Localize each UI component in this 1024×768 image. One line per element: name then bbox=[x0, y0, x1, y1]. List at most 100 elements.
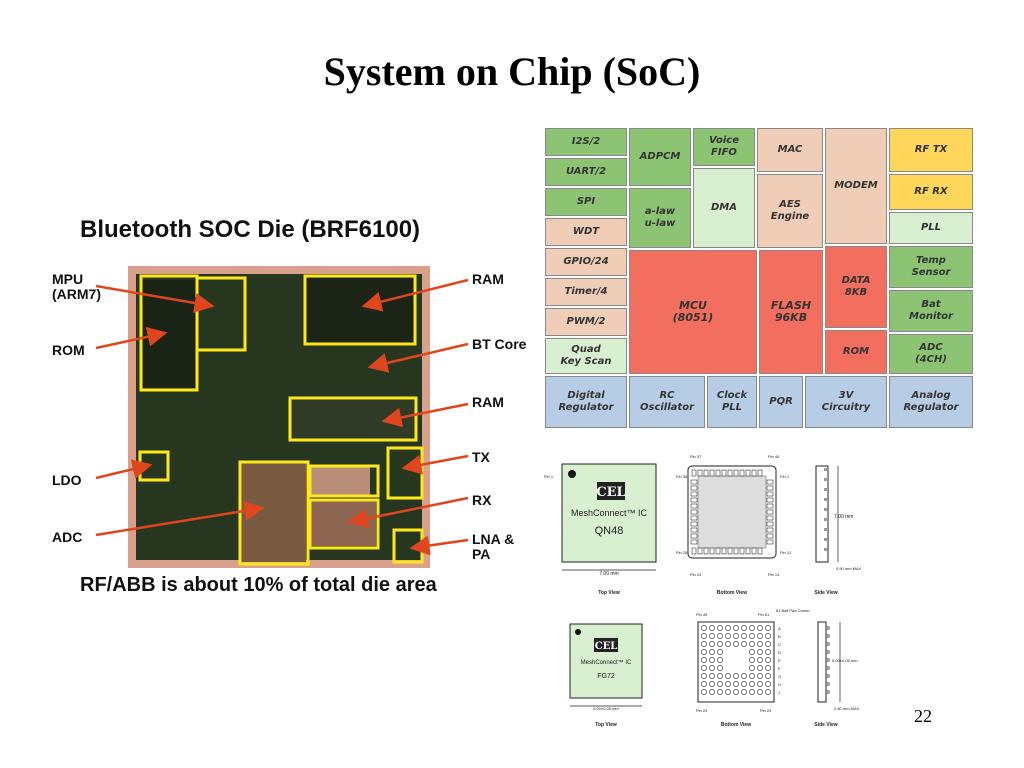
block-clock-pll: Clock PLL bbox=[707, 376, 757, 428]
fg72-ball bbox=[757, 641, 763, 647]
highlight-rx bbox=[308, 498, 380, 550]
fg72-ball bbox=[725, 681, 731, 687]
block-analog-regulator: Analog Regulator bbox=[889, 376, 973, 428]
fg72-ball bbox=[749, 625, 755, 631]
fg72-ball bbox=[765, 689, 771, 695]
fg72-ball bbox=[757, 689, 763, 695]
fg72-row-j: J bbox=[778, 690, 780, 695]
arrow-ram-bottom bbox=[381, 402, 469, 428]
block-a-law: a-law u-law bbox=[629, 188, 691, 248]
arrow-rx bbox=[347, 496, 469, 529]
fg72-ball bbox=[733, 689, 739, 695]
fg72-ball bbox=[733, 625, 739, 631]
fg72-ball bbox=[733, 673, 739, 679]
fg72-ball bbox=[749, 657, 755, 663]
fg72-ball bbox=[757, 625, 763, 631]
qn48-pin12: Pin 12 bbox=[780, 550, 792, 555]
qn48-pin25: Pin 25 bbox=[676, 550, 688, 555]
block-quad-key-scan: Quad Key Scan bbox=[545, 338, 627, 374]
label-ram-bottom: RAM bbox=[472, 394, 504, 410]
fg72-ball bbox=[757, 681, 763, 687]
fg72-ball bbox=[749, 641, 755, 647]
arrow-lna-pa bbox=[409, 535, 469, 556]
block-pqr: PQR bbox=[759, 376, 803, 428]
highlight-tx-box bbox=[308, 464, 380, 498]
block-rf-tx: RF TX bbox=[889, 128, 973, 172]
fg72-ball bbox=[709, 689, 715, 695]
highlight-mpu bbox=[195, 276, 247, 352]
fg72-ball bbox=[765, 673, 771, 679]
block-data: DATA 8KB bbox=[825, 246, 887, 328]
fg72-row-d: D bbox=[778, 650, 781, 655]
fg72-pin49: Pin 49 bbox=[696, 612, 708, 617]
qn48-pin24: Pin 24 bbox=[690, 572, 702, 577]
qn48-top-label: Top View bbox=[598, 590, 620, 596]
fg72-row-e: E bbox=[778, 658, 781, 663]
block-adpcm: ADPCM bbox=[629, 128, 691, 186]
fg72-ball bbox=[709, 681, 715, 687]
fg72-bottom-label: Bottom View bbox=[721, 722, 751, 728]
label-rom: ROM bbox=[52, 342, 85, 358]
qn48-brand: CEL bbox=[596, 485, 625, 500]
block-digital-regulator: Digital Regulator bbox=[545, 376, 627, 428]
fg72-ball bbox=[717, 673, 723, 679]
highlight-ram-top bbox=[303, 274, 417, 346]
label-rx: RX bbox=[472, 492, 492, 508]
fg72-ball bbox=[725, 689, 731, 695]
qn48-width: 7.00 mm bbox=[599, 571, 618, 577]
slide-title: System on Chip (SoC) bbox=[323, 49, 701, 94]
fg72-ball bbox=[717, 657, 723, 663]
label-mpu: MPU (ARM7) bbox=[52, 271, 101, 302]
fg72-side-label: Side View bbox=[814, 722, 837, 728]
fg72-ball bbox=[765, 641, 771, 647]
qn48-side-note: 0.90 mm MAX bbox=[836, 566, 862, 571]
qn48-top-view: CEL MeshConnect™ IC QN48 Pin 1 7.00 mm T… bbox=[544, 463, 657, 596]
fg72-ball bbox=[749, 673, 755, 679]
fg72-bottom-view: Pin 49 Pin 61 61 Ball Pad Corner A B C D… bbox=[696, 608, 810, 728]
fg72-top-view: CEL MeshConnect™ IC FG72 5.00±0.05 mm To… bbox=[569, 623, 643, 728]
fg72-ball bbox=[709, 657, 715, 663]
fg72-ball bbox=[733, 641, 739, 647]
fg72-ball bbox=[701, 633, 707, 639]
arrow-bt-core bbox=[367, 342, 469, 373]
block-rom-block: ROM bbox=[825, 330, 887, 374]
fg72-top-label: Top View bbox=[595, 722, 617, 728]
block-uart: UART/2 bbox=[545, 158, 627, 186]
qn48-pin36: Pin 36 bbox=[676, 474, 688, 479]
block-rc-oscillator: RC Oscillator bbox=[629, 376, 705, 428]
arrow-ram-top bbox=[361, 278, 469, 312]
label-adc: ADC bbox=[52, 529, 83, 545]
block-mac: MAC bbox=[757, 128, 823, 172]
block-dma: DMA bbox=[693, 168, 755, 248]
fg72-ball bbox=[749, 649, 755, 655]
fg72-part: FG72 bbox=[597, 673, 615, 680]
fg72-ball bbox=[765, 625, 771, 631]
fg72-ball bbox=[701, 649, 707, 655]
qn48-pin37: Pin 37 bbox=[690, 454, 702, 459]
block-modem: MODEM bbox=[825, 128, 887, 244]
fg72-width: 5.00±0.05 mm bbox=[593, 706, 619, 711]
die-caption: RF/ABB is about 10% of total die area bbox=[80, 574, 437, 596]
fg72-ball bbox=[709, 673, 715, 679]
arrow-ldo bbox=[95, 459, 153, 480]
die-title: Bluetooth SOC Die (BRF6100) bbox=[80, 216, 421, 243]
arrow-tx bbox=[401, 454, 469, 475]
label-ldo: LDO bbox=[52, 472, 82, 488]
qn48-height: 7.00 mm bbox=[834, 514, 853, 520]
qn48-pin1: Pin 1 bbox=[544, 474, 554, 479]
qn48-bottom-view: Pin 37 Pin 48 Pin 36 Pin 1 Pin 25 Pin 12… bbox=[676, 454, 792, 596]
qn48-bottom-label: Bottom View bbox=[717, 590, 747, 596]
block-3v-circuitry: 3V Circuitry bbox=[805, 376, 887, 428]
fg72-product: MeshConnect™ IC bbox=[581, 659, 632, 666]
fg72-ball bbox=[741, 681, 747, 687]
fg72-side-view: 5.00±0.05 mm 0.80 mm MAX Side View bbox=[814, 621, 860, 728]
fg72-row-a: A bbox=[778, 626, 781, 631]
fg72-ball bbox=[701, 681, 707, 687]
block-spi: SPI bbox=[545, 188, 627, 216]
label-tx: TX bbox=[472, 449, 490, 465]
block-flash: FLASH 96KB bbox=[759, 250, 823, 374]
fg72-ball bbox=[765, 665, 771, 671]
fg72-pin24: Pin 24 bbox=[696, 708, 708, 713]
